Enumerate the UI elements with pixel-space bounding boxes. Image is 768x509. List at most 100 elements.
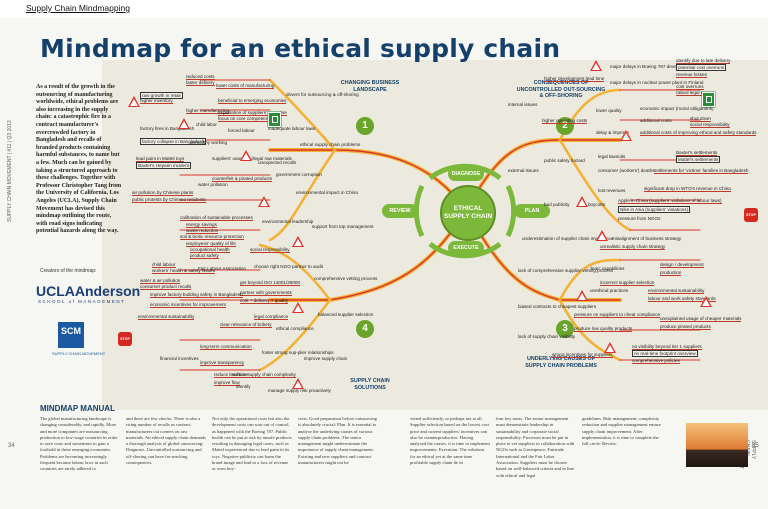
leaf-vetting-process: comprehensive vetting process [314, 276, 378, 281]
hazard-sign-icon [240, 150, 252, 161]
leaf-drivers-outsourcing: drivers for outsourcing & off-shoring [286, 92, 359, 97]
skyline-thumbnail [686, 423, 748, 467]
leaf-economic-impact: economic impact (moral obligations) [640, 106, 714, 111]
leaf-social-responsibility-2: social responsibility [690, 122, 730, 128]
leaf-higher-operating-costs: higher operating costs [542, 118, 588, 124]
leaf-boycotts: boycotts [588, 202, 606, 207]
leaf-economic-incentives: economic incentives for improvement [150, 302, 226, 308]
hazard-sign-icon [292, 236, 304, 247]
manual-column-1: The global manufacturing landscape is ch… [40, 416, 118, 472]
leaf-energy-savings: energy savings [186, 222, 217, 228]
leaf-design-development: design / development [660, 262, 704, 268]
hazard-sign-icon [576, 196, 588, 207]
leaf-incorrect-selection: incorrect supplier selection [600, 280, 655, 286]
leaf-external-issues: external issues [508, 168, 539, 173]
leaf-delay-improve: delay & improve [596, 130, 629, 135]
ucla-logo: UCLAAnderson [36, 283, 141, 299]
hazard-sign-icon [590, 60, 602, 71]
leaf-beyond-iso: get beyond ISO 14001/26000 [240, 280, 301, 286]
leaf-unethical-practices: unethical practices [590, 288, 629, 293]
leaf-bad-publicity: bad publicity [544, 202, 570, 207]
leaf-child-labor: child labor [196, 122, 217, 127]
leaf-employee-quality-of-life: employees' quality of life [186, 241, 236, 247]
branch-2-label: CONSEQUENCES OF UNCONTROLLED OUT-SOURCIN… [516, 80, 606, 99]
leaf-bangladesh-settlements: settlements for 'victims' families in Ba… [654, 168, 749, 174]
leaf-revenue-losses: revenue losses [676, 72, 707, 78]
leaf-unexpected-recalls: unexpected recalls [258, 160, 297, 165]
leaf-reduce-lead-time: reduce lead time [214, 372, 248, 378]
creators-label: Creators of the mindmap: [40, 268, 97, 274]
leaf-waste-reduction: waste reduction [186, 228, 219, 234]
branch-number-3: 3 [556, 320, 574, 338]
exit-sign-icon [268, 112, 281, 127]
phase-review: REVIEW [382, 204, 418, 218]
leaf-environmental-impact-china: environmental impact in China [296, 190, 358, 195]
hazard-sign-icon [596, 230, 608, 241]
leaf-labour-standards: labour and work safety standards [648, 296, 716, 302]
hazard-sign-icon [128, 96, 140, 107]
leaf-misalignment: misalignment of business strategy [612, 236, 682, 241]
leaf-supplier-relationships: foster strong sup-plier relationships [262, 350, 334, 355]
leaf-environmental-sustainability: environmental sustainability [138, 314, 195, 320]
leaf-legal-lawsuits: legal lawsuits [598, 154, 626, 159]
leaf-mattel-lead-paint: lead paint in Mattel toys [136, 156, 185, 162]
manual-column-3: Not only the operational costs but also … [212, 416, 292, 472]
manual-column-7: guidelines. Risk management, complexity … [582, 416, 661, 447]
leaf-social-responsibility: social responsibility [250, 247, 290, 253]
leaf-shut-down: shut down [690, 116, 711, 122]
branch-number-2: 2 [556, 117, 574, 135]
stop-sign-icon: STOP [118, 332, 132, 346]
leaf-fair-labour-association: Fair Labour Association [198, 266, 247, 271]
leaf-worker-health-safety: workers' health & safety issues [152, 268, 215, 274]
exit-sign-icon [702, 92, 715, 107]
leaf-nuclear-delays: major delays in nuclear power plant in F… [610, 80, 704, 85]
leaf-cost-overruns-potential: potential cost overruns [676, 64, 727, 71]
phase-execute: EXECUTE [448, 241, 484, 255]
manual-column-6: four key areas. The senior management mu… [496, 416, 575, 478]
leaf-emerging-economies: beneficial to emerging economies [218, 98, 287, 104]
stop-sign-icon: STOP [744, 208, 758, 222]
leaf-retail-growth: raw growth in retail [140, 92, 183, 99]
leaf-counterfeit-products: counterfeit & pirated products [212, 176, 273, 182]
leaf-soil-protection: soil & biotic resource protection [180, 234, 244, 240]
center-node-label: ETHICAL SUPPLY CHAIN [443, 205, 493, 220]
leaf-development-lead-time: higher development lead time [544, 76, 605, 82]
leaf-production: production [660, 270, 682, 276]
leaf-legal-compliance: legal compliance [254, 314, 289, 320]
leaf-ethical-compliance: ethical compliance [276, 326, 314, 331]
section-header: Supply Chain Mindmapping [26, 3, 130, 13]
leaf-bribery: clear relevance of bribery [220, 322, 272, 328]
leaf-ethical-safety-standards: additional costs of improving ethical an… [640, 130, 757, 136]
hazard-sign-icon [292, 302, 304, 313]
leaf-cost-delivery-quality: cost + delivery + quality [240, 298, 289, 304]
leaf-boeing-delays: major delays in Boeing 787 development [610, 64, 693, 69]
branch-1-label: CHANGING BUSINESS LANDSCAPE [340, 80, 400, 93]
leaf-factory-collapse: factory collapse in Bangladesh [140, 138, 207, 145]
leaf-improve-transparency: improve transparency [200, 360, 245, 366]
hazard-sign-icon [700, 296, 712, 307]
leaf-apple-china: Apple in China (suppliers' violations of… [618, 198, 722, 204]
intro-text: As a result of the growth in the outsour… [36, 84, 122, 235]
leaf-improve-supply-chain: improve supply chain [304, 356, 348, 361]
leaf-manufacturing-costs: lower costs of manufacturing [216, 83, 275, 89]
leaf-lower-quality: lower quality [596, 108, 622, 113]
leaf-env-sustainability: environmental sustainability [648, 288, 705, 294]
branch-3-label: UNDERLYING CAUSES OF SUPPLY CHAIN PROBLE… [525, 356, 597, 369]
leaf-cheaper-materials: unexplained usage of cheaper materials [660, 316, 742, 322]
leaf-higher-inventory: higher inventory [140, 98, 173, 104]
leaf-public-safety-hazard: public safety hazard [544, 158, 585, 163]
leaf-top-management-support: support from top management [312, 224, 374, 229]
manual-column-4: cotts. Good preparation before outsourci… [298, 416, 377, 466]
leaf-higher-manufacturing: higher manufacturing [186, 108, 230, 114]
leaf-ngo-pressure: pressure from NGOs [618, 216, 661, 221]
ucla-logo-subtitle: SCHOOL of MANAGEMENT [38, 299, 126, 304]
hazard-sign-icon [576, 290, 588, 301]
hazard-sign-icon [620, 130, 632, 141]
top-bar: Supply Chain Mindmapping [0, 0, 768, 18]
page-number-right: 35 [752, 443, 759, 449]
leaf-partner-governments: partner with governments [240, 290, 292, 296]
leaf-factory-fires: factory fires in Bangladesh [140, 126, 195, 131]
leaf-no-footprint-overview: no real-time footprint overview [632, 350, 698, 357]
leaf-lost-revenues: lost revenues [598, 188, 626, 193]
